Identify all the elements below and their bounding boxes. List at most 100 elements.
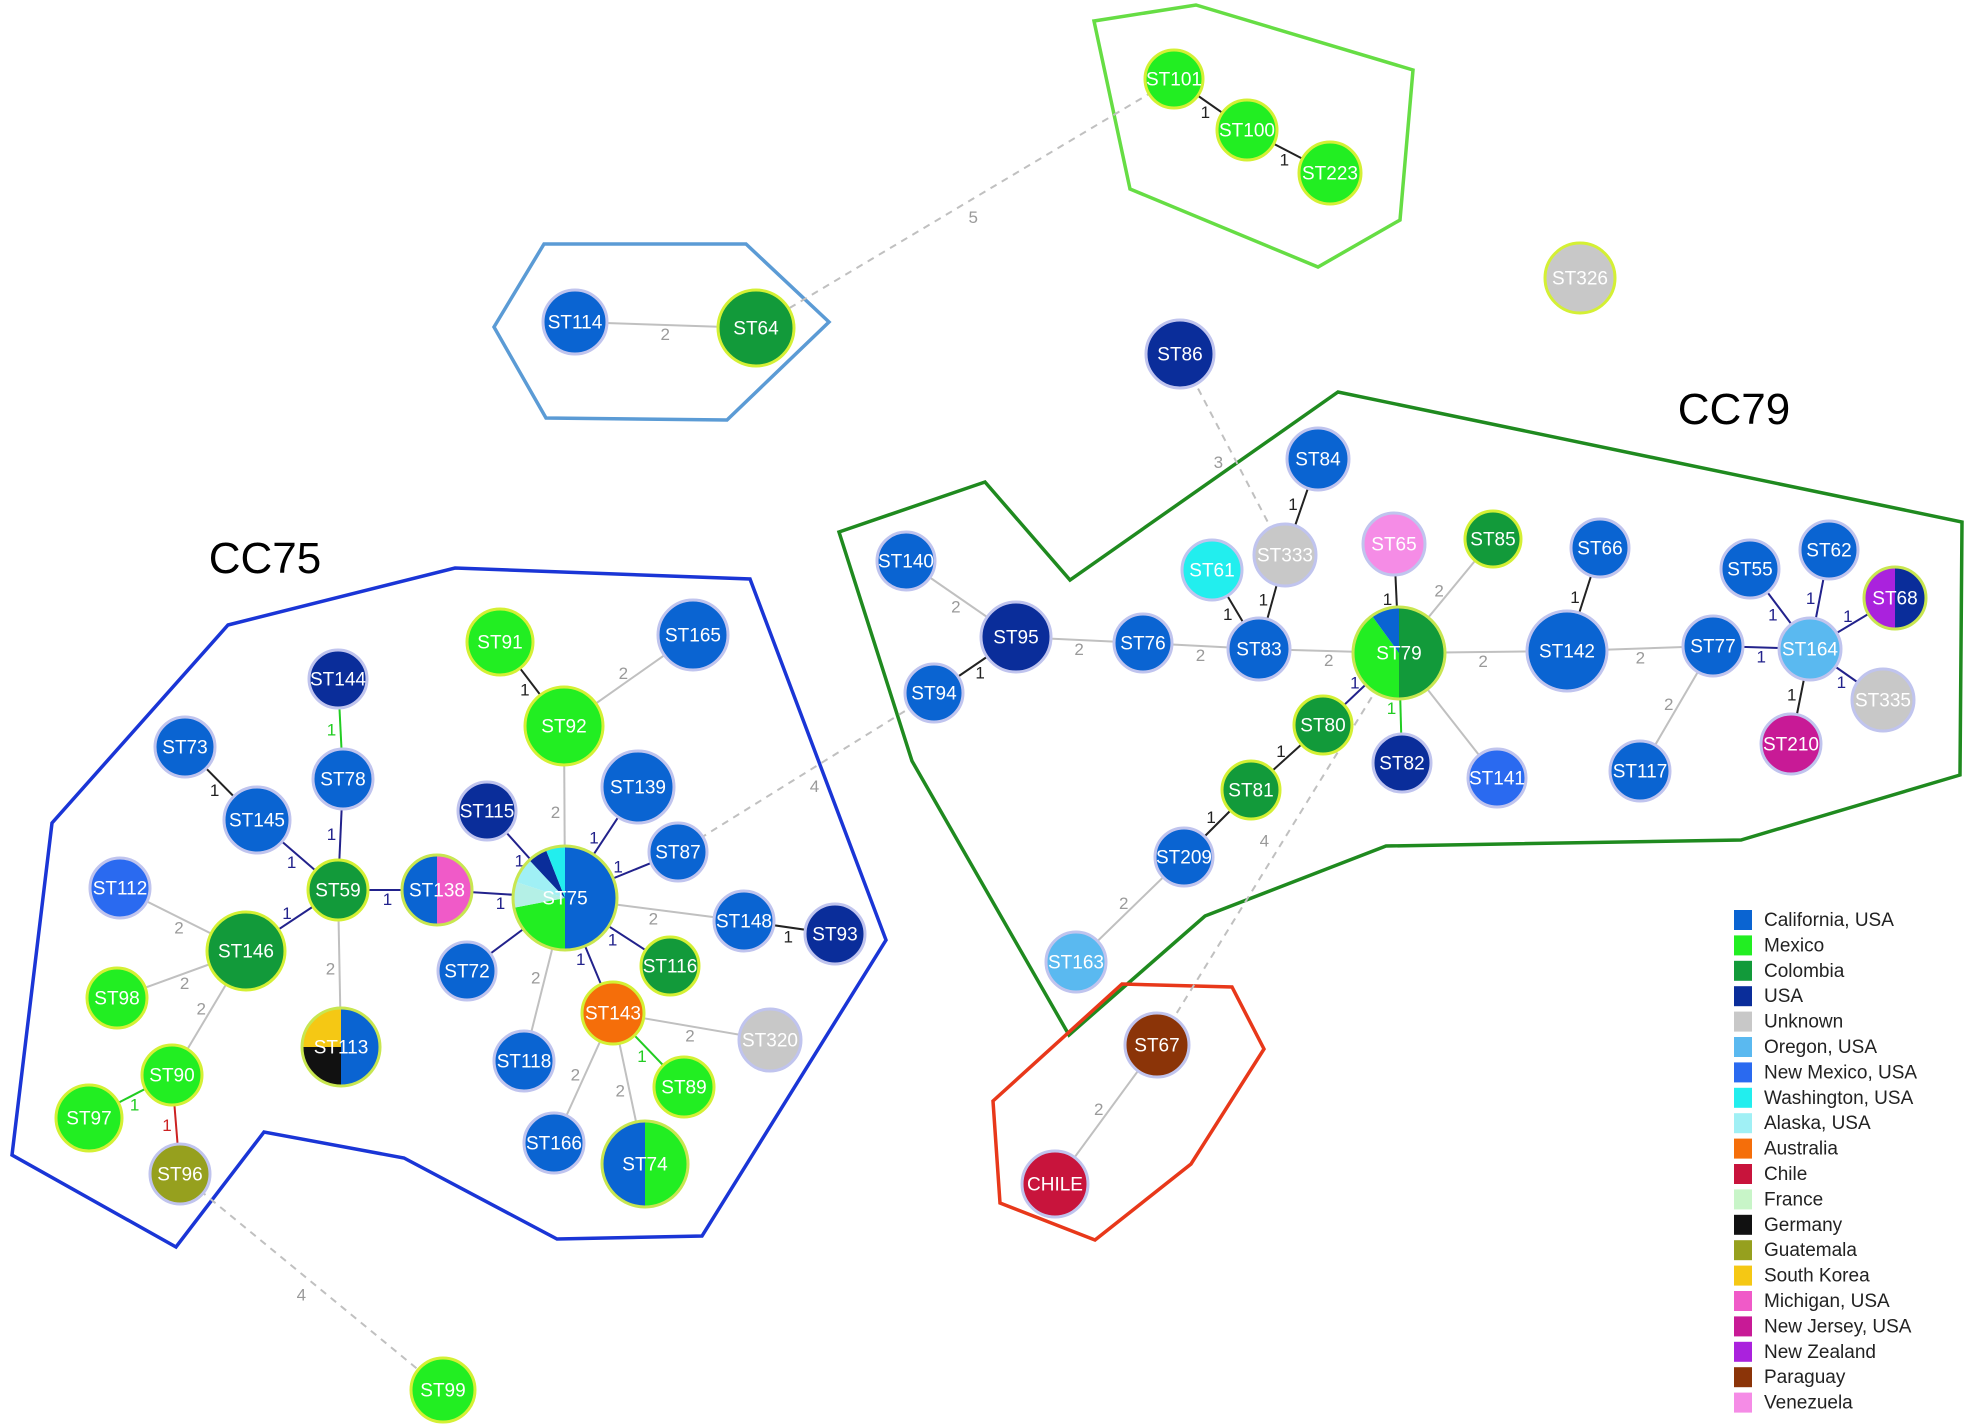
- node-st118[interactable]: ST118: [492, 1029, 556, 1093]
- node-st112[interactable]: ST112: [88, 856, 152, 920]
- legend-item: Paraguay: [1734, 1367, 1846, 1388]
- node-st98[interactable]: ST98: [85, 966, 149, 1030]
- node-ring: [85, 966, 149, 1030]
- legend-item: Venezuela: [1734, 1392, 1853, 1414]
- node-fill: [718, 290, 794, 366]
- node-st99[interactable]: ST99: [409, 1356, 477, 1424]
- node-st142[interactable]: ST142: [1525, 609, 1609, 693]
- node-st117[interactable]: ST117: [1608, 739, 1672, 803]
- node-chile[interactable]: CHILE: [1020, 1149, 1090, 1219]
- node-ring: [1285, 426, 1351, 492]
- node-label: ST89: [661, 1078, 706, 1099]
- node-st81[interactable]: ST81: [1220, 759, 1282, 821]
- node-st95[interactable]: ST95: [979, 600, 1053, 674]
- legend-swatch: [1734, 1189, 1752, 1210]
- node-st144[interactable]: ST144: [307, 648, 369, 710]
- node-st89[interactable]: ST89: [652, 1055, 716, 1119]
- node-st72[interactable]: ST72: [436, 940, 498, 1002]
- legend-swatch: [1734, 986, 1752, 1007]
- node-st92[interactable]: ST92: [523, 685, 605, 767]
- node-st90[interactable]: ST90: [140, 1043, 204, 1107]
- node-st74[interactable]: ST74: [600, 1119, 690, 1209]
- node-st209[interactable]: ST209: [1153, 826, 1215, 888]
- node-st165[interactable]: ST165: [656, 598, 730, 672]
- node-label: ST65: [1371, 535, 1416, 556]
- node-st141[interactable]: ST141: [1466, 747, 1528, 809]
- node-st85[interactable]: ST85: [1463, 509, 1523, 569]
- node-st164[interactable]: ST164: [1777, 616, 1843, 682]
- node-st62[interactable]: ST62: [1798, 519, 1860, 581]
- node-st61[interactable]: ST61: [1180, 538, 1244, 602]
- node-fill: [458, 782, 516, 840]
- node-st101[interactable]: ST101: [1143, 48, 1205, 110]
- node-st320[interactable]: ST320: [737, 1007, 803, 1073]
- node-st77[interactable]: ST77: [1681, 614, 1745, 678]
- node-st145[interactable]: ST145: [222, 785, 292, 855]
- node-st333[interactable]: ST333: [1252, 522, 1318, 588]
- node-fill: [1155, 828, 1213, 886]
- node-st116[interactable]: ST116: [639, 935, 701, 997]
- node-st55[interactable]: ST55: [1719, 538, 1781, 600]
- node-st84[interactable]: ST84: [1285, 426, 1351, 492]
- node-ring: [523, 685, 605, 767]
- node-st73[interactable]: ST73: [153, 715, 217, 779]
- node-st93[interactable]: ST93: [803, 902, 867, 966]
- edge-label: 1: [282, 904, 291, 923]
- node-st335[interactable]: ST335: [1850, 667, 1916, 733]
- node-st91[interactable]: ST91: [465, 607, 535, 677]
- node-st64[interactable]: ST64: [716, 288, 796, 368]
- node-st114[interactable]: ST114: [541, 288, 609, 356]
- legend-swatch: [1734, 1214, 1752, 1235]
- node-st79[interactable]: ST79: [1351, 605, 1447, 701]
- edge-label: 4: [810, 777, 819, 796]
- legend-swatch: [1734, 910, 1752, 930]
- node-st78[interactable]: ST78: [311, 747, 375, 811]
- node-st115[interactable]: ST115: [456, 780, 518, 842]
- node-st139[interactable]: ST139: [600, 749, 676, 825]
- node-ring: [1297, 140, 1363, 206]
- node-st87[interactable]: ST87: [647, 821, 709, 883]
- node-ring: [1123, 1011, 1191, 1079]
- node-st113[interactable]: ST113: [300, 1006, 382, 1088]
- node-st210[interactable]: ST210: [1759, 712, 1823, 776]
- node-fill: [658, 600, 728, 670]
- node-label: ST116: [643, 957, 698, 978]
- node-ring: [1351, 605, 1447, 701]
- pie-slice: [1864, 567, 1895, 629]
- node-st146[interactable]: ST146: [205, 910, 287, 992]
- legend-item: Guatemala: [1734, 1240, 1857, 1261]
- node-st75[interactable]: ST75: [511, 844, 619, 952]
- node-st59[interactable]: ST59: [306, 858, 370, 922]
- node-ring: [1466, 747, 1528, 809]
- node-ring: [1525, 609, 1609, 693]
- node-fill: [641, 937, 699, 995]
- node-st148[interactable]: ST148: [712, 889, 776, 953]
- node-fill: [981, 602, 1051, 672]
- node-ring: [639, 935, 701, 997]
- node-st97[interactable]: ST97: [54, 1083, 124, 1153]
- node-st65[interactable]: ST65: [1361, 511, 1427, 577]
- node-st326[interactable]: ST326: [1543, 241, 1617, 315]
- node-st166[interactable]: ST166: [522, 1111, 586, 1175]
- node-ring: [1569, 517, 1631, 579]
- node-st223[interactable]: ST223: [1297, 140, 1363, 206]
- node-st86[interactable]: ST86: [1144, 318, 1216, 390]
- node-st83[interactable]: ST83: [1226, 616, 1292, 682]
- node-st80[interactable]: ST80: [1292, 694, 1354, 756]
- node-st94[interactable]: ST94: [903, 662, 965, 724]
- node-st66[interactable]: ST66: [1569, 517, 1631, 579]
- node-st67[interactable]: ST67: [1123, 1011, 1191, 1079]
- edge-label: 2: [1074, 640, 1083, 659]
- node-st76[interactable]: ST76: [1112, 612, 1174, 674]
- node-ring: [716, 288, 796, 368]
- node-st143[interactable]: ST143: [580, 980, 646, 1046]
- node-st68[interactable]: ST68: [1862, 565, 1928, 631]
- legend-item: New Mexico, USA: [1734, 1062, 1917, 1083]
- node-st100[interactable]: ST100: [1215, 98, 1279, 162]
- node-st140[interactable]: ST140: [875, 530, 937, 592]
- edge-label: 2: [685, 1026, 694, 1045]
- node-st82[interactable]: ST82: [1371, 732, 1433, 794]
- node-st163[interactable]: ST163: [1044, 930, 1108, 994]
- node-st138[interactable]: ST138: [400, 853, 474, 927]
- node-st96[interactable]: ST96: [148, 1142, 212, 1206]
